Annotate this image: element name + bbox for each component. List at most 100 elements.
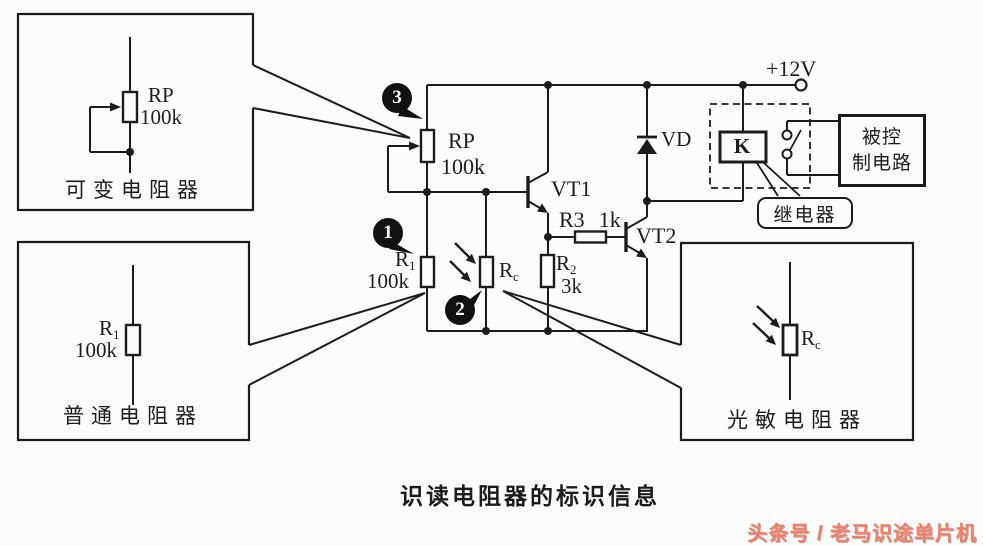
r1-ref-label: R1	[395, 249, 416, 272]
photo-resistor-symbol	[752, 262, 799, 400]
r1-value-label: 100k	[367, 269, 409, 293]
junction-dot	[482, 188, 490, 196]
rc-ref-main: R	[499, 258, 514, 282]
r2-ref-label: R2	[556, 253, 577, 276]
vd-ref-label: VD	[661, 127, 692, 151]
vt1-ref-label: VT1	[551, 176, 592, 201]
light-arrow-1	[756, 305, 775, 323]
variable-resistor-box	[16, 12, 255, 212]
variable-box-ref-label: RP	[148, 83, 174, 107]
vt2-emitter-arrowhead	[636, 248, 647, 258]
r2-value-label: 3k	[561, 274, 582, 298]
variable-box-caption: 可变电阻器	[65, 178, 205, 202]
junction-dot	[482, 327, 490, 335]
relay-coil-label: K	[733, 134, 751, 158]
r2-ref-main: R	[556, 251, 571, 275]
rc-body	[478, 255, 495, 289]
r1-ref-main: R	[395, 247, 410, 271]
supply-terminal	[794, 78, 808, 92]
photo-resistor-box	[679, 241, 915, 442]
rc-light-arrow-1-head	[465, 253, 476, 264]
r3-body	[573, 230, 608, 244]
photo-box-ref-label: Rc	[801, 328, 821, 351]
junction-dot	[544, 81, 552, 89]
rp-symbol-wiper	[89, 106, 130, 153]
rc-ref-label: Rc	[499, 260, 519, 283]
r2-ref-sub: 2	[570, 261, 577, 277]
step-badge-2: 2	[445, 295, 475, 325]
ordinary-box-ref-main: R	[99, 316, 114, 340]
callout-box-outlines	[16, 12, 915, 442]
rp-value-label: 100k	[441, 154, 485, 179]
callout-line-ordinary-to-r1	[248, 292, 426, 386]
callout-line-rc-to-photo	[502, 290, 682, 389]
switch-contact-bottom	[781, 148, 793, 160]
r1-symbol-body	[124, 323, 142, 357]
r3-ref: R3	[559, 207, 585, 232]
relay-coil-lead	[647, 85, 744, 202]
light-arrow-2	[752, 322, 771, 340]
rp-wiper	[387, 145, 410, 192]
r1-body	[419, 255, 436, 289]
r3-value: 1k	[598, 207, 621, 232]
ordinary-box-ref-sub: 1	[113, 326, 120, 342]
r3-label: R3 1k	[559, 209, 621, 231]
photo-box-ref-main: R	[801, 326, 816, 350]
junction-dot	[643, 197, 651, 205]
photo-box-ref-sub: c	[815, 336, 821, 352]
switch-blade	[789, 129, 802, 151]
relay-coil-body	[718, 130, 768, 164]
rp-body	[419, 128, 436, 164]
variable-box-value-label: 100k	[140, 105, 182, 129]
rc-symbol-body	[781, 323, 799, 357]
main-circuit	[387, 78, 838, 335]
junction-dot	[643, 81, 651, 89]
variable-resistor-symbol	[89, 37, 139, 173]
rc-light-arrow-1	[454, 242, 471, 259]
step-badge-1: 1	[373, 218, 403, 248]
rp-wiper-arrowhead	[110, 102, 121, 112]
rp-wiper-arrowhead	[409, 141, 420, 151]
relay-label-pointer-lines	[756, 162, 801, 197]
rc-light-arrow-2	[449, 260, 466, 277]
relay-dashed-boundary	[709, 103, 811, 189]
ordinary-resistor-box	[16, 240, 251, 442]
light-arrow-1-head	[769, 317, 780, 328]
junction-dot	[544, 327, 552, 335]
junction-dot	[423, 188, 431, 196]
vt2-emitter	[625, 244, 648, 331]
switch-leads	[786, 120, 838, 176]
ordinary-resistor-symbol	[124, 265, 142, 405]
vt2-ref-label: VT2	[636, 223, 677, 248]
ordinary-box-ref-label: R1	[99, 318, 120, 341]
r2-body	[539, 253, 556, 289]
ordinary-box-caption: 普通电阻器	[63, 404, 203, 428]
light-arrow-2-head	[765, 334, 776, 345]
rp-ref-label: RP	[448, 128, 475, 153]
controlled-circuit-box: 被控 制电路	[838, 114, 926, 187]
switch-contact-top	[781, 129, 793, 141]
controlled-circuit-line1: 被控	[861, 126, 902, 148]
figure-caption: 识读电阻器的标识信息	[400, 483, 660, 509]
rc-ref-sub: c	[513, 268, 519, 284]
callout-line-variable-to-rp	[252, 64, 411, 139]
rp-symbol-body	[121, 90, 139, 124]
junction-dots	[423, 81, 747, 335]
junction-dot	[739, 81, 747, 89]
vt1-emitter	[527, 200, 549, 237]
watermark-text: 头条号 / 老马识途单片机	[747, 523, 977, 545]
vd-anode-triangle	[637, 139, 657, 154]
junction-dot	[544, 233, 552, 241]
rc-light-arrow-2-head	[460, 271, 471, 282]
ordinary-box-value-label: 100k	[75, 338, 117, 362]
photo-box-caption: 光敏电阻器	[727, 408, 867, 432]
relay-callout-tag: 继电器	[757, 197, 853, 229]
junction-dot	[126, 148, 134, 156]
callout-lines	[248, 64, 682, 389]
vt1-collector	[527, 85, 549, 184]
vt1-emitter-arrowhead	[537, 203, 548, 213]
supply-voltage-label: +12V	[766, 56, 817, 81]
controlled-circuit-line2: 制电路	[851, 152, 912, 174]
